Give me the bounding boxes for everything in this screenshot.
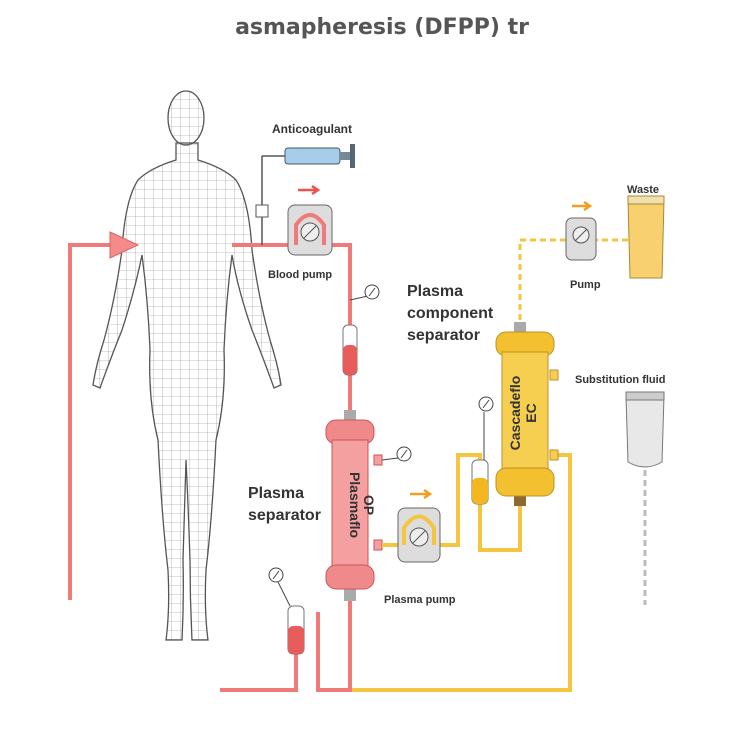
drip-chamber (471, 459, 489, 505)
blood-lines (68, 243, 352, 692)
component-separator-label-2: component (407, 305, 494, 322)
human-figure (92, 90, 282, 641)
plasma-pump (397, 488, 441, 563)
arrow-right-icon (572, 200, 593, 212)
waste-line (518, 238, 628, 330)
substitution-fluid-label: Substitution fluid (575, 374, 665, 386)
cascadeflo-model-label: EC (523, 403, 539, 422)
waste-bag-icon (627, 195, 665, 279)
plasma-separator-label-1: Plasma (248, 485, 304, 502)
pressure-gauge-icon (349, 284, 380, 301)
pressure-gauge-icon (268, 567, 291, 607)
waste-label: Waste (627, 184, 659, 196)
substitution-fluid-bag-icon (625, 391, 665, 468)
plasma-lines (352, 453, 572, 692)
waste-pump (565, 200, 597, 261)
pressure-gauge-icon (381, 446, 412, 462)
drip-chamber (342, 324, 358, 376)
arrow-right-icon (410, 488, 433, 500)
diagram-title: asmapheresis (DFPP) tr (235, 15, 529, 40)
anticoagulant-label: Anticoagulant (272, 122, 352, 136)
cascadeflo-filter: Cascadeflo EC (495, 322, 559, 506)
cascadeflo-label: Cascadeflo (507, 376, 523, 451)
syringe-icon (255, 144, 355, 245)
arrow-right-icon (298, 184, 321, 196)
pressure-gauge-icon (478, 396, 494, 460)
pump-label: Pump (570, 279, 601, 291)
drip-chamber (287, 605, 305, 655)
blood-pump-label: Blood pump (268, 269, 332, 281)
arrowhead-icon (109, 231, 140, 259)
plasmaflo-label: Plasmaflo (347, 472, 363, 538)
plasmaflo-model-label: OP (361, 495, 377, 515)
blood-pump (287, 184, 333, 256)
plasma-separator-label-2: separator (248, 507, 321, 524)
component-separator-label-1: Plasma (407, 283, 463, 300)
plasma-pump-label: Plasma pump (384, 594, 456, 606)
plasmaflo-filter: Plasmaflo OP (325, 410, 383, 601)
component-separator-label-3: separator (407, 327, 480, 344)
